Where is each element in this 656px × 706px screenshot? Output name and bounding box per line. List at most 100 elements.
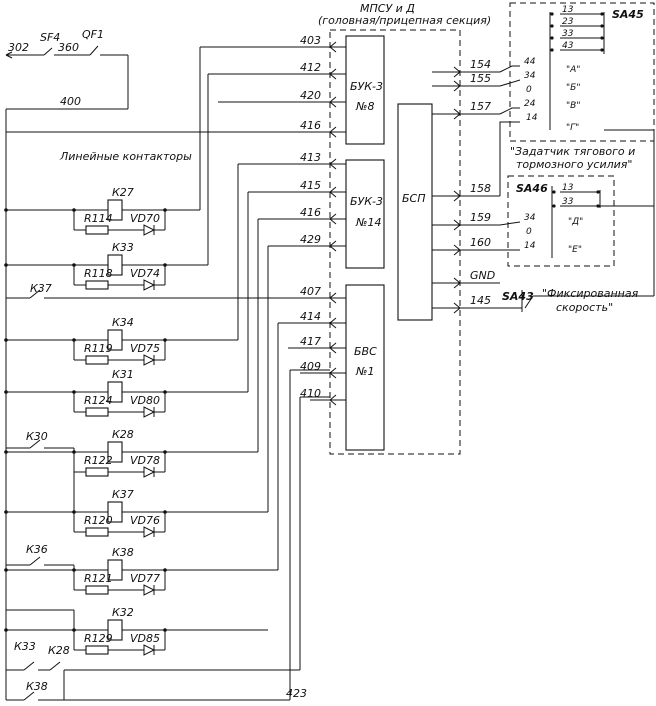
resistor-label: R121 <box>84 572 113 585</box>
resistor-label: R118 <box>84 267 113 280</box>
wire-400-label: 400 <box>60 95 81 108</box>
coil-label: К33 <box>112 241 134 254</box>
resistor-label: R124 <box>84 394 113 407</box>
wire-label: 416 <box>300 119 321 132</box>
svg-text:БСП: БСП <box>402 192 426 205</box>
sa43-caption-line2: скорость" <box>556 301 613 314</box>
contact-k37: К37 <box>6 282 330 299</box>
wire-label: 420 <box>300 89 321 102</box>
contact-k30: К30 <box>6 430 74 449</box>
connector-wire: 414 <box>278 310 346 329</box>
coil-label: К31 <box>112 368 134 381</box>
wire-label: 410 <box>300 387 321 400</box>
wire-label: 160 <box>470 236 491 249</box>
block-buk3-8: БУК-3 №8 <box>345 35 385 145</box>
connector-wire: 413 <box>238 151 346 170</box>
wire-label: 417 <box>300 335 321 348</box>
wire-label: 412 <box>300 61 321 74</box>
block-bvs-1: БВС №1 <box>345 284 385 451</box>
diode-symbol <box>143 466 156 478</box>
svg-text:К38: К38 <box>26 680 48 693</box>
connector-wire: 403 <box>200 34 346 53</box>
diode-label: VD85 <box>130 632 160 645</box>
contact-k33-k28: К33 К28 <box>6 396 330 671</box>
sa43-caption-line1: "Фиксированная <box>542 287 639 300</box>
header-title: МПСУ и Д <box>360 2 415 15</box>
diode-label: VD74 <box>130 267 160 280</box>
contact-k38: К38 423 <box>6 369 330 701</box>
sf4-label: SF4 <box>40 31 60 44</box>
switch-sa46: 13 33 SA46 34 0 14 "Д" "Е" <box>507 175 654 267</box>
sa45-caption-line1: "Задатчик тягового и <box>510 145 635 158</box>
connector-wire: 158 <box>432 182 500 202</box>
svg-text:№14: №14 <box>355 216 381 229</box>
svg-text:33: 33 <box>562 197 574 207</box>
resistor-symbol <box>85 527 109 537</box>
resistor-symbol <box>85 467 109 477</box>
svg-text:"Д": "Д" <box>568 217 583 227</box>
wire-label: 416 <box>300 206 321 219</box>
diode-symbol <box>143 644 156 656</box>
wire-label: 413 <box>300 151 321 164</box>
wire-label: GND <box>470 269 495 282</box>
svg-text:"Б": "Б" <box>566 83 580 93</box>
wire-label: 157 <box>470 100 491 113</box>
switch-sa45: 13 23 33 43 SA45 44 34 0 24 14 "А" "Б" "… <box>509 2 655 171</box>
wire-302-label: 302 <box>8 41 29 54</box>
qf1-label: QF1 <box>82 28 104 41</box>
svg-text:44: 44 <box>524 57 536 67</box>
diode-label: VD76 <box>130 514 160 527</box>
supply-circuit: 302 SF4 360 QF1 400 <box>5 28 129 700</box>
resistor-symbol <box>85 280 109 290</box>
svg-text:БУК-3: БУК-3 <box>350 195 383 208</box>
diode-symbol <box>143 224 156 236</box>
svg-text:№1: №1 <box>355 365 374 378</box>
sa45-label: SA45 <box>612 8 644 21</box>
svg-text:23: 23 <box>562 17 574 27</box>
resistor-symbol <box>85 585 109 595</box>
resistor-symbol <box>85 355 109 365</box>
diode-label: VD70 <box>130 212 160 225</box>
connector-wire: 409 <box>300 360 346 379</box>
svg-text:14: 14 <box>524 241 536 251</box>
svg-text:"Е": "Е" <box>568 245 582 255</box>
resistor-symbol <box>85 645 109 655</box>
resistor-label: R120 <box>84 514 113 527</box>
svg-text:13: 13 <box>562 183 574 193</box>
wire-label: 159 <box>470 211 491 224</box>
svg-text:13: 13 <box>562 5 574 15</box>
diode-label: VD77 <box>130 572 160 585</box>
coil-label: К38 <box>112 546 134 559</box>
svg-text:К36: К36 <box>26 543 48 556</box>
svg-text:14: 14 <box>526 113 538 123</box>
block-buk3-14: БУК-3 №14 <box>345 159 385 269</box>
contact-k36: К36 <box>6 543 74 566</box>
connector-wire: 429 <box>268 233 346 252</box>
svg-text:"Г": "Г" <box>566 123 579 133</box>
svg-text:24: 24 <box>524 99 536 109</box>
resistor-label: R114 <box>84 212 113 225</box>
connector-wire: 416 <box>228 119 346 138</box>
header-subtitle: (головная/прицепная секция) <box>318 14 491 27</box>
coil-label: К32 <box>112 606 134 619</box>
wire-423-label: 423 <box>286 687 307 700</box>
linear-contactors-label: Линейные контакторы <box>59 150 192 163</box>
coil-label: К34 <box>112 316 134 329</box>
svg-text:"В": "В" <box>566 101 580 111</box>
resistor-label: R119 <box>84 342 113 355</box>
svg-text:33: 33 <box>562 29 574 39</box>
connector-wire: 417 <box>288 335 346 354</box>
block-bsp: БСП <box>397 103 433 321</box>
switch-sa43: SA43 "Фиксированная скорость" <box>500 129 655 314</box>
diode-label: VD78 <box>130 454 160 467</box>
svg-text:34: 34 <box>524 213 536 223</box>
